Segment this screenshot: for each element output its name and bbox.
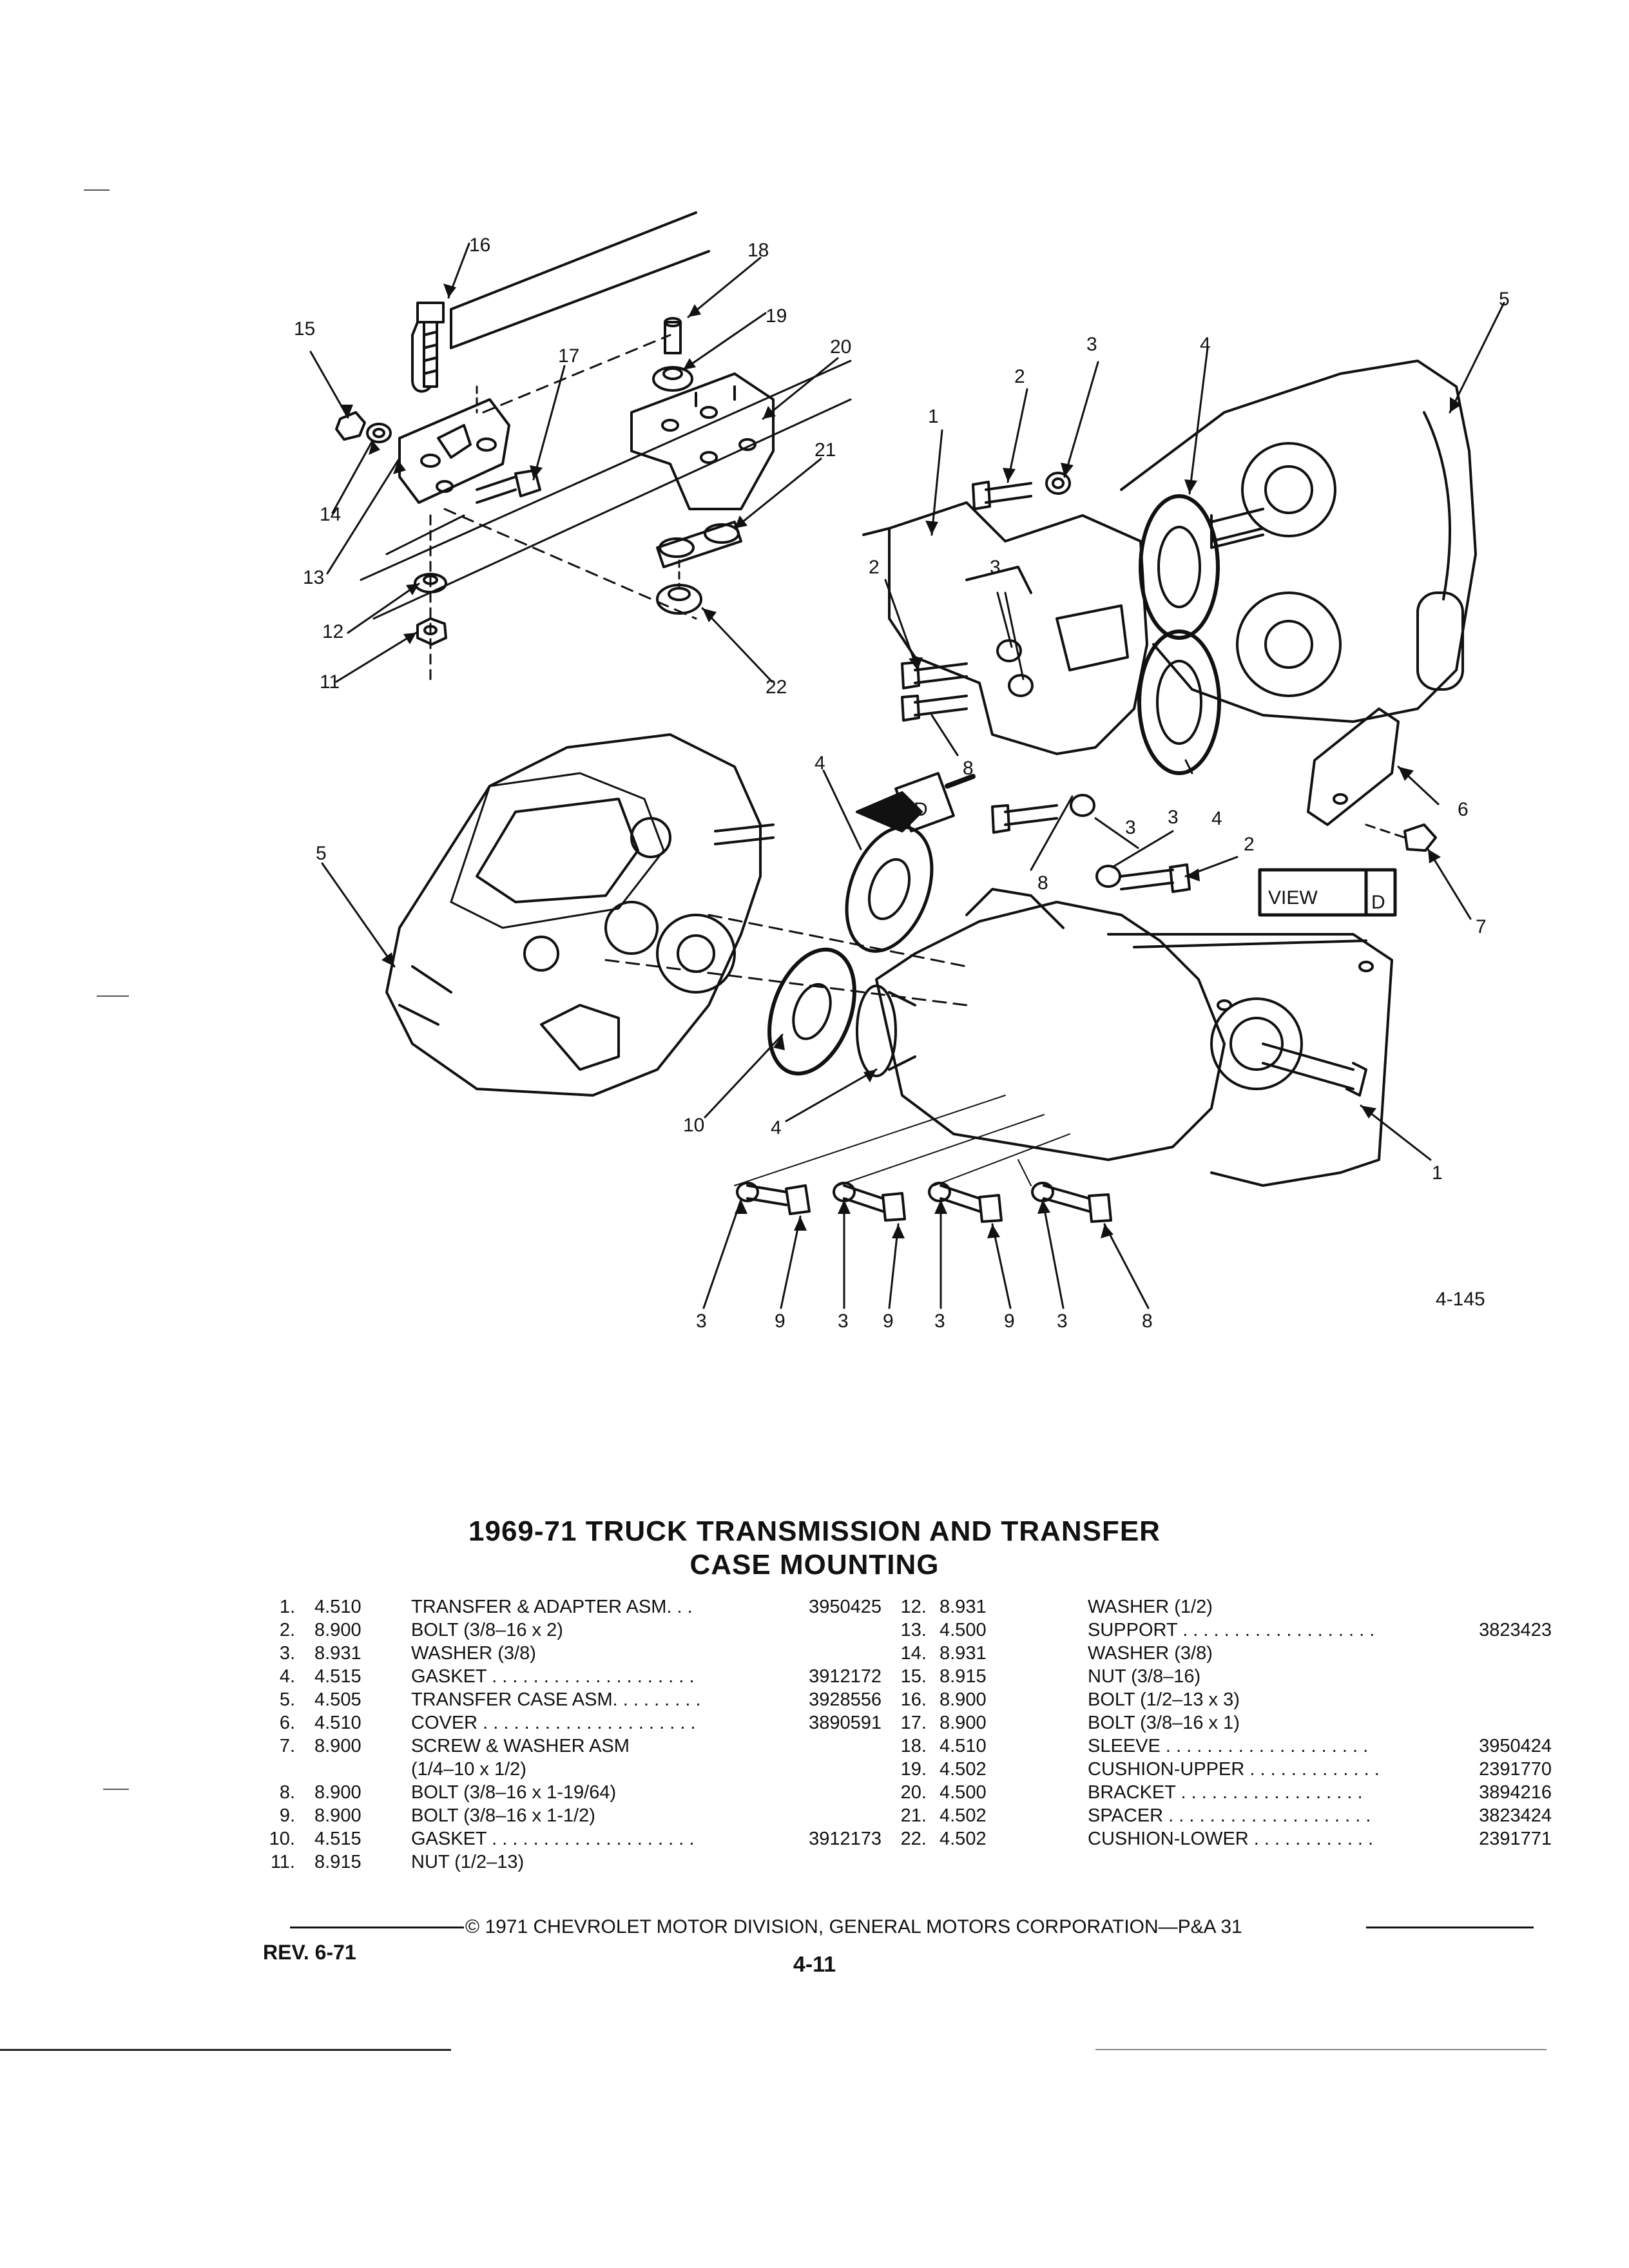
callout-9-b3: 9 xyxy=(1004,1311,1015,1332)
callout-8-view: 8 xyxy=(1037,872,1048,894)
callout-13: 13 xyxy=(303,567,324,588)
view-direction-arrow: D xyxy=(856,772,976,832)
callout-11: 11 xyxy=(320,671,340,693)
callout-4-mid: 4 xyxy=(1211,808,1222,829)
footer-rule-right xyxy=(1366,1927,1534,1928)
callout-3-mid: 3 xyxy=(990,557,1001,578)
revision-label: REV. 6-71 xyxy=(263,1941,356,1964)
callout-8-mid: 8 xyxy=(963,758,974,779)
callout-labels: 16 18 19 20 21 22 17 15 14 13 12 11 1 2 … xyxy=(294,235,1510,1332)
callout-22: 22 xyxy=(766,677,787,698)
svg-text:VIEW: VIEW xyxy=(1268,887,1318,908)
svg-text:D: D xyxy=(914,799,928,820)
callout-9-b2: 9 xyxy=(883,1311,894,1332)
bottom-rule-faint xyxy=(1095,2049,1547,2050)
callout-3-b4: 3 xyxy=(1057,1311,1068,1332)
callout-15: 15 xyxy=(294,318,315,340)
callout-9-b1: 9 xyxy=(775,1311,786,1332)
callout-3-b1: 3 xyxy=(696,1311,707,1332)
copyright-text: © 1971 CHEVROLET MOTOR DIVISION, GENERAL… xyxy=(465,1916,1242,1937)
callout-19: 19 xyxy=(766,305,787,327)
leader-arrowheads xyxy=(340,284,1461,1238)
callout-5-lower: 5 xyxy=(316,843,327,864)
lower-gaskets-group xyxy=(604,825,968,1076)
transmission-adapter-group xyxy=(734,888,1393,1223)
callout-20: 20 xyxy=(830,336,851,358)
callout-17: 17 xyxy=(558,345,579,367)
margin-mark xyxy=(84,189,110,191)
callout-3-b2: 3 xyxy=(838,1311,849,1332)
page-title: 1969-71 TRUCK TRANSMISSION AND TRANSFER xyxy=(468,1515,1161,1547)
footer-rule-left xyxy=(290,1927,464,1928)
bottom-rule xyxy=(0,2049,451,2051)
callout-3-upper: 3 xyxy=(1086,334,1097,355)
callout-2-view: 2 xyxy=(1244,834,1255,855)
figure-code: 4-145 xyxy=(1436,1289,1485,1310)
copyright-line: © 1971 CHEVROLET MOTOR DIVISION, GENERAL… xyxy=(465,1916,1242,1938)
callout-2-upper: 2 xyxy=(1014,366,1025,387)
callout-4-bottom: 4 xyxy=(771,1117,782,1139)
callout-12: 12 xyxy=(322,621,343,642)
callout-3-view2: 3 xyxy=(1168,807,1179,828)
callout-6: 6 xyxy=(1458,799,1469,820)
callout-7: 7 xyxy=(1476,916,1487,937)
view-d-assembly-group xyxy=(862,360,1477,893)
callout-18: 18 xyxy=(747,240,769,261)
callout-21: 21 xyxy=(815,439,836,461)
callout-4-lower: 4 xyxy=(815,753,825,774)
margin-mark xyxy=(97,995,129,997)
lower-transfer-case-group xyxy=(385,733,775,1097)
callout-14: 14 xyxy=(320,504,341,525)
parts-row: (1/4–10 x 1/2) xyxy=(411,1759,526,1780)
margin-mark xyxy=(103,1789,129,1790)
callout-5-upper: 5 xyxy=(1499,289,1510,310)
svg-text:D: D xyxy=(1371,892,1385,913)
exploded-view-diagram: VIEW D D xyxy=(294,211,1510,1332)
callout-3-b3: 3 xyxy=(934,1311,945,1332)
callout-8-b4: 8 xyxy=(1142,1311,1153,1332)
callout-16: 16 xyxy=(469,235,490,256)
page-title-line2: CASE MOUNTING xyxy=(689,1549,940,1581)
frame-rail-mount-group xyxy=(335,211,852,684)
callout-1-lower: 1 xyxy=(1432,1162,1443,1184)
callout-2-mid: 2 xyxy=(869,557,880,578)
view-d-label-box: VIEW D xyxy=(1258,868,1397,917)
page-number: 4-11 xyxy=(793,1952,836,1977)
callout-10: 10 xyxy=(683,1115,704,1136)
leader-lines xyxy=(309,242,1505,1309)
callout-1-upper: 1 xyxy=(928,406,939,427)
callout-4-upper: 4 xyxy=(1200,334,1211,355)
callout-3-view: 3 xyxy=(1125,817,1136,838)
